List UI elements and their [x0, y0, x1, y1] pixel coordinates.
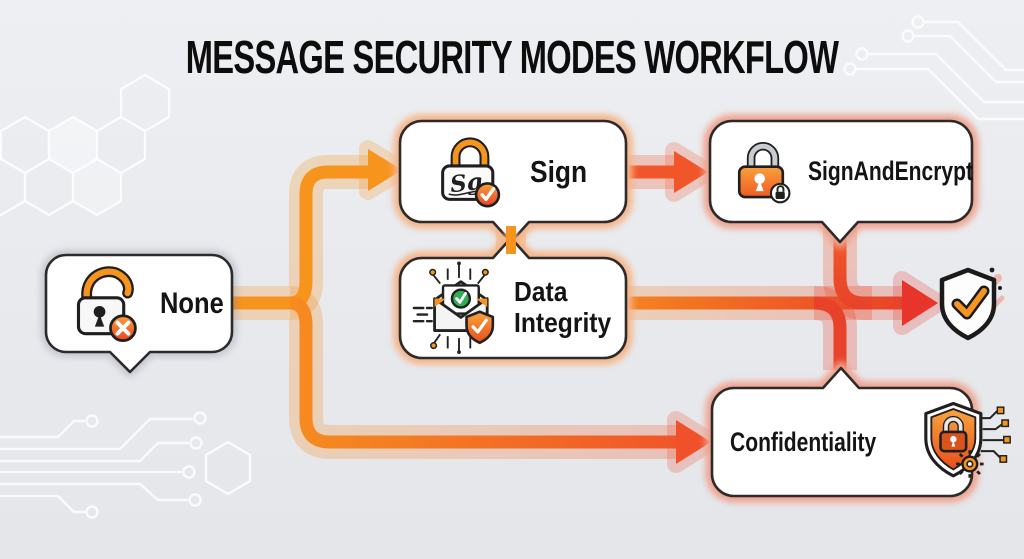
node-sign: Sg Sign	[400, 121, 626, 222]
arrow-heads	[368, 149, 938, 464]
edge-junction-to-confidentiality	[813, 296, 847, 370]
circuit-traces-top-right	[843, 15, 1024, 121]
unlocked-padlock-x-icon	[76, 265, 137, 342]
arrowhead-to-sign	[368, 149, 402, 191]
node-confidentiality: Confidentiality	[712, 388, 1011, 496]
arrow-lines	[232, 165, 906, 449]
hexagon-pattern	[0, 73, 252, 496]
bubble-confidentiality	[710, 366, 974, 498]
arrowhead-to-check	[902, 280, 938, 326]
edge-none-to-confidentiality	[289, 296, 680, 449]
node-confidentiality-label: Confidentiality	[730, 426, 877, 457]
edge-signandencrypt-down	[833, 224, 872, 310]
node-none-label: None	[160, 286, 224, 320]
node-signandencrypt-label: SignAndEncrypt	[808, 156, 973, 186]
node-sign-label: Sign	[530, 153, 588, 189]
node-dataintegrity-label: Data Integrity	[514, 276, 612, 338]
node-signandencrypt: SignAndEncrypt	[710, 121, 973, 222]
node-bubbles	[41, 114, 979, 503]
shield-lock-circuit-icon	[923, 401, 1011, 478]
node-dataintegrity: Data Integrity	[400, 258, 626, 358]
node-none: None	[46, 255, 232, 352]
verified-shield-icon	[939, 267, 1005, 341]
gear-icon	[955, 450, 984, 478]
arrowhead-to-confidentiality	[676, 420, 711, 464]
locked-padlock-icon	[737, 141, 791, 203]
signature-padlock-icon: Sg	[441, 136, 501, 208]
page-title: MESSAGE SECURITY MODES WORKFLOW	[185, 31, 839, 83]
circuit-traces-bottom-left	[0, 411, 207, 519]
verified-mail-icon	[412, 261, 495, 355]
arrowhead-to-signandencrypt	[674, 151, 708, 193]
